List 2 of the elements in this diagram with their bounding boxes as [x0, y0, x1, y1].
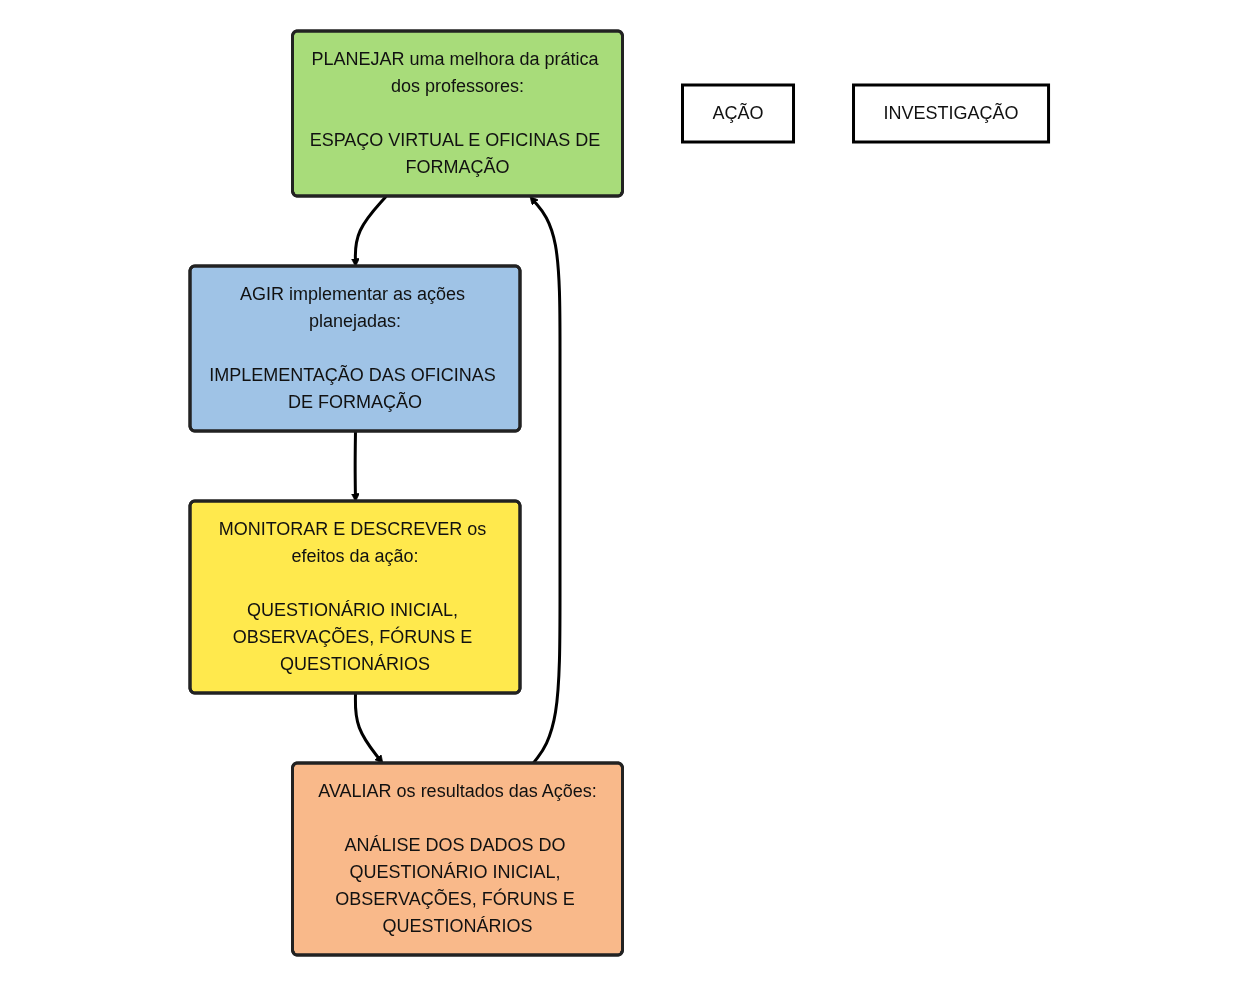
node-box: AÇÃO — [680, 83, 795, 143]
node-box: INVESTIGAÇÃO — [851, 83, 1050, 143]
